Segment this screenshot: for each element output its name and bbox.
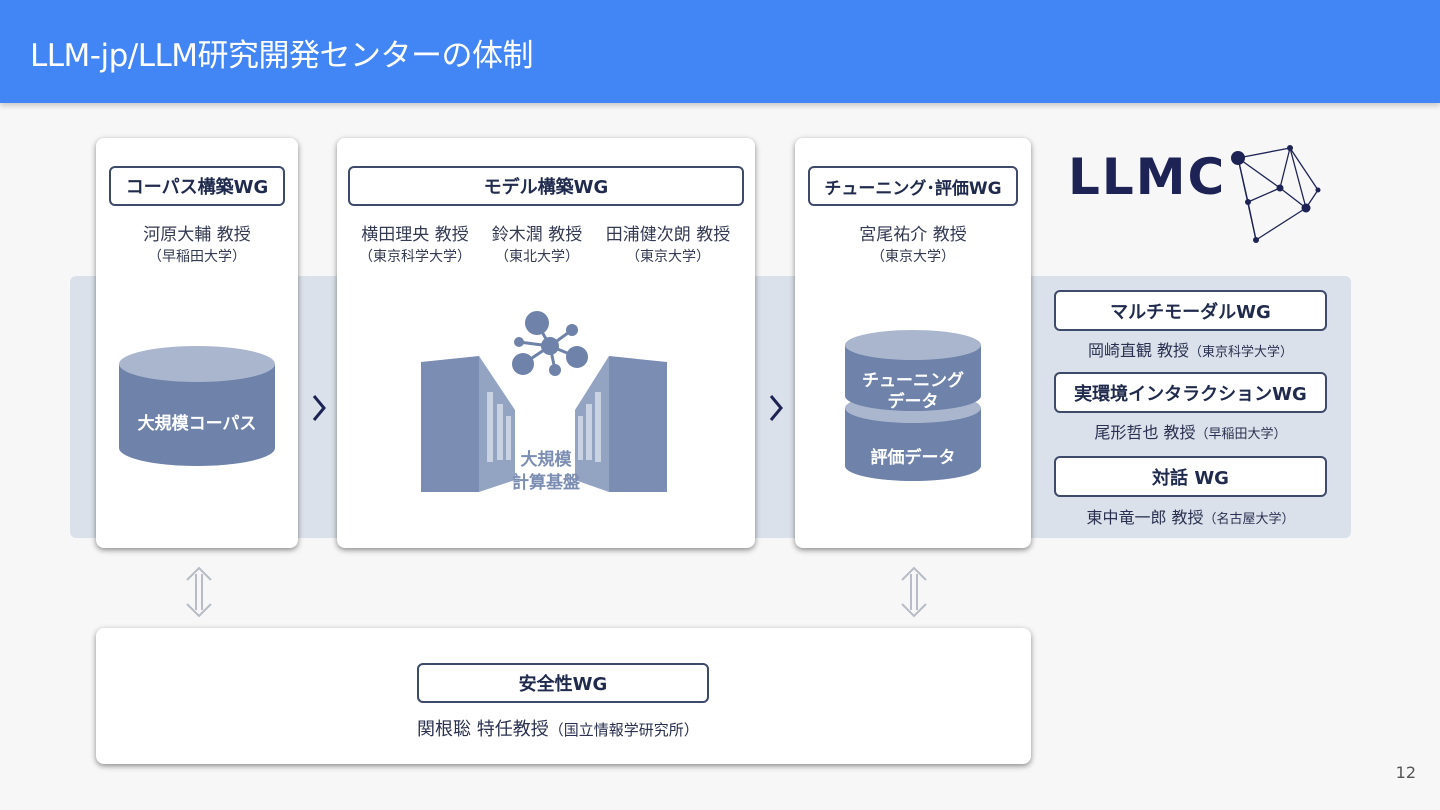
tuning-wg-label: チューニング･評価WG	[808, 166, 1018, 206]
model-wg-card: モデル構築WG 横田理央 教授 （東京科学大学） 鈴木潤 教授 （東北大学） 田…	[337, 138, 755, 548]
page-number: 12	[1395, 763, 1416, 782]
model-wg-label: モデル構築WG	[348, 166, 744, 206]
model-wg-person-1: 横田理央 教授	[361, 225, 469, 245]
dialogue-wg-label: 対話 WG	[1054, 456, 1327, 497]
chevron-right-icon	[312, 395, 326, 421]
safety-wg-affiliation: （国立情報学研究所）	[548, 721, 699, 739]
model-wg-affiliation-1: （東京科学大学）	[359, 249, 471, 265]
model-wg-affiliation-3: （東京大学）	[626, 249, 710, 265]
tuning-data-label-1: チューニング	[862, 371, 964, 391]
chevron-right-icon	[769, 395, 783, 421]
corpus-wg-label: コーパス構築WG	[109, 166, 285, 206]
network-logo-icon	[1231, 145, 1321, 243]
dialogue-wg-person-name: 東中竜一郎 教授	[1086, 508, 1204, 527]
interaction-wg-person-name: 尾形哲也 教授	[1094, 423, 1196, 442]
corpus-wg-card: コーパス構築WG 河原大輔 教授 （早稲田大学） 大規模コーパス	[96, 138, 298, 548]
model-wg-person-2: 鈴木潤 教授	[491, 225, 583, 245]
tuning-wg-card: チューニング･評価WG 宮尾祐介 教授 （東京大学） チューニング データ 評価…	[795, 138, 1031, 548]
slide-title: LLM-jp/LLM研究開発センターの体制	[30, 38, 534, 74]
corpus-wg-affiliation: （早稲田大学）	[148, 249, 246, 265]
corpus-cylinder-icon	[119, 346, 275, 466]
database-stack-icon	[845, 330, 981, 481]
tuning-wg-affiliation: （東京大学）	[871, 249, 955, 265]
safety-wg-card: 安全性WG 関根聡 特任教授（国立情報学研究所）	[96, 628, 1031, 764]
llmc-logo-text: LLMC	[1068, 148, 1227, 206]
tuning-data-label-2: データ	[887, 392, 939, 412]
multimodal-wg-person-name: 岡崎直観 教授	[1087, 341, 1190, 360]
corpus-cylinder-label: 大規模コーパス	[137, 414, 257, 434]
eval-data-label: 評価データ	[870, 448, 956, 468]
dialogue-wg-person: 東中竜一郎 教授（名古屋大学）	[1054, 504, 1327, 528]
bidirectional-arrow-icon	[901, 566, 927, 618]
corpus-wg-person: 河原大輔 教授	[143, 225, 251, 245]
network-icon	[512, 311, 588, 376]
model-wg-affiliation-2: （東北大学）	[495, 249, 579, 265]
compute-label-2: 計算基盤	[512, 473, 580, 493]
dialogue-wg-affiliation: （名古屋大学）	[1203, 512, 1295, 527]
server-rack-icon	[421, 356, 667, 492]
safety-wg-label: 安全性WG	[417, 663, 709, 703]
safety-wg-person: 関根聡 特任教授（国立情報学研究所）	[417, 715, 699, 741]
bidirectional-arrow-icon	[186, 566, 212, 618]
safety-wg-person-name: 関根聡 特任教授	[417, 719, 549, 740]
interaction-wg-affiliation: （早稲田大学）	[1195, 427, 1287, 442]
compute-label-1: 大規模	[520, 450, 572, 470]
tuning-wg-person: 宮尾祐介 教授	[859, 225, 967, 245]
multimodal-wg-label: マルチモーダルWG	[1054, 290, 1327, 331]
model-wg-person-3: 田浦健次朗 教授	[605, 225, 731, 245]
header-bar: LLM-jp/LLM研究開発センターの体制	[0, 0, 1440, 103]
interaction-wg-label: 実環境インタラクションWG	[1054, 372, 1327, 413]
multimodal-wg-affiliation: （東京科学大学）	[1189, 345, 1294, 360]
multimodal-wg-person: 岡崎直観 教授（東京科学大学）	[1054, 337, 1327, 361]
interaction-wg-person: 尾形哲也 教授（早稲田大学）	[1054, 419, 1327, 443]
